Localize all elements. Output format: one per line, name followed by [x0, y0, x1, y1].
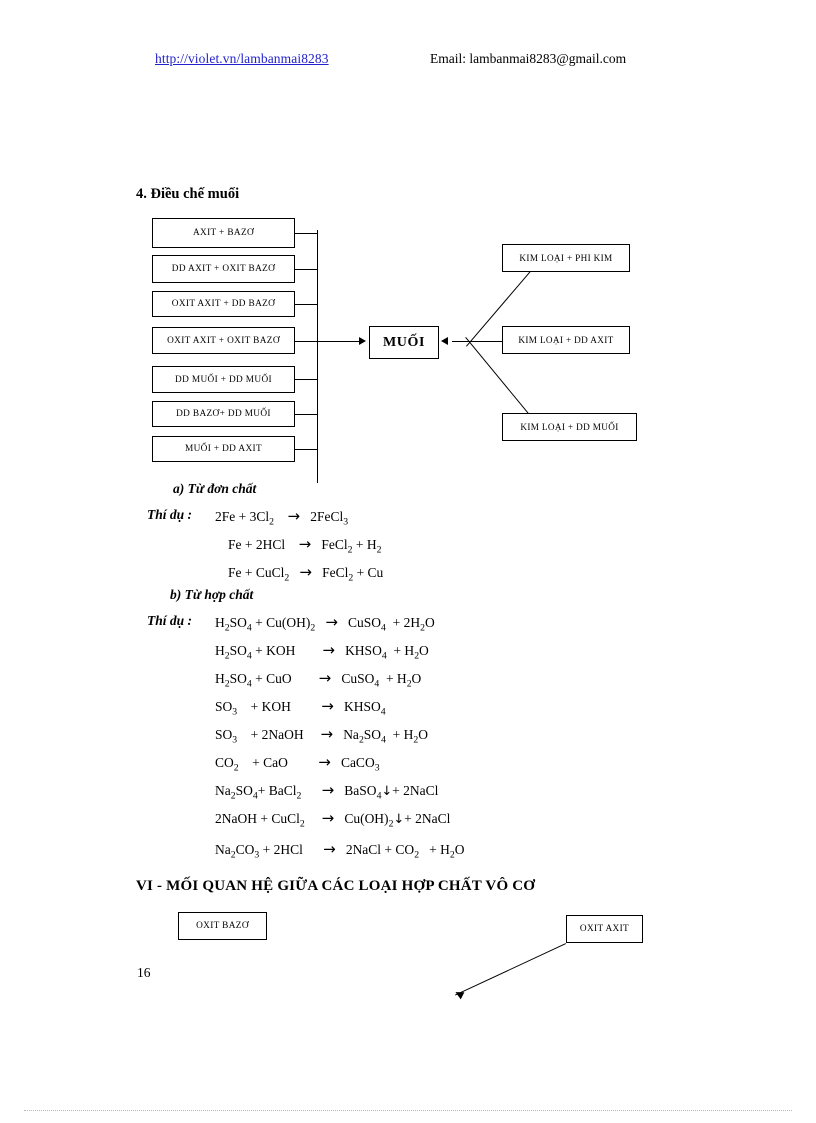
- flow-box-left-2[interactable]: DD AXIT + OXIT BAZƠ: [152, 255, 295, 283]
- flow-box-left-3[interactable]: OXIT AXIT + DD BAZƠ: [152, 291, 295, 317]
- connector-stub-4: [295, 341, 317, 342]
- flow-box-right-3[interactable]: KIM LOẠI + DD MUỐI: [502, 413, 637, 441]
- header-email: Email: lambanmai8283@gmail.com: [430, 51, 627, 66]
- header-website-link[interactable]: http://violet.vn/lambanmai8283: [155, 51, 329, 66]
- equation-b-9: Na2CO3 + 2HCl → 2NaCl + CO2 + H2O: [215, 840, 465, 861]
- flow-box-right-1[interactable]: KIM LOẠI + PHI KIM: [502, 244, 630, 272]
- flow-box-left-5[interactable]: DD MUỐI + DD MUỐI: [152, 366, 295, 393]
- flow-box-oxit-bazo[interactable]: OXIT BAZƠ: [178, 912, 267, 940]
- connector-right-middle: [452, 341, 502, 342]
- flow-box-left-6[interactable]: DD BAZƠ+ DD MUỐI: [152, 401, 295, 427]
- subsection-b-label: b) Từ hợp chất: [170, 587, 254, 602]
- subsection-b-example-lead: Thí dụ :: [147, 613, 193, 628]
- subsection-a-label: a) Từ đơn chất: [173, 481, 257, 496]
- footer-divider: [24, 1110, 792, 1111]
- connector-stub-7: [295, 449, 317, 450]
- connector-stub-5: [295, 379, 317, 380]
- section-title: 4. Điều chế muối: [136, 186, 240, 202]
- connector-stub-2: [295, 269, 317, 270]
- page-number: 16: [137, 965, 151, 980]
- equation-a-2: Fe + 2HCl → FeCl2 + H2: [228, 535, 382, 556]
- arrow-into-salt-left: [359, 337, 366, 345]
- flow-box-oxit-axit[interactable]: OXIT AXIT: [566, 915, 643, 943]
- roman-section-heading: VI - MỐI QUAN HỆ GIỮA CÁC LOẠI HỢP CHẤT …: [136, 878, 536, 894]
- connector-stub-3: [295, 304, 317, 305]
- flow-box-left-4[interactable]: OXIT AXIT + OXIT BAZƠ: [152, 327, 295, 354]
- connector-diagonal-oxit-axit: [455, 943, 566, 996]
- connector-main-to-salt: [317, 341, 362, 342]
- equation-b-5: SO3 + 2NaOH → Na2SO4 + H2O: [215, 725, 429, 746]
- equation-b-7: Na2SO4+ BaCl2 → BaSO4↓+ 2NaCl: [215, 781, 439, 802]
- equation-b-1: H2SO4 + Cu(OH)2 → CuSO4 + 2H2O: [215, 613, 435, 634]
- flow-box-right-2[interactable]: KIM LOẠI + DD AXIT: [502, 326, 630, 354]
- equation-b-4: SO3 + KOH → KHSO4: [215, 697, 386, 718]
- flow-box-left-7[interactable]: MUỐI + DD AXIT: [152, 436, 295, 462]
- equation-b-8: 2NaOH + CuCl2 → Cu(OH)2↓+ 2NaCl: [215, 809, 451, 830]
- connector-stub-1: [295, 233, 317, 234]
- equation-b-6: CO2 + CaO → CaCO3: [215, 753, 380, 774]
- arrow-into-salt-right: [441, 337, 448, 345]
- equation-b-3: H2SO4 + CuO → CuSO4 + H2O: [215, 669, 422, 690]
- subsection-a-example-lead: Thí dụ :: [147, 507, 193, 522]
- equation-a-1: 2Fe + 3Cl2 → 2FeCl3: [215, 507, 349, 528]
- equation-b-2: H2SO4 + KOH → KHSO4 + H2O: [215, 641, 429, 662]
- equation-a-3: Fe + CuCl2 → FeCl2 + Cu: [228, 563, 384, 584]
- flow-box-left-1[interactable]: AXIT + BAZƠ: [152, 218, 295, 248]
- connector-stub-6: [295, 414, 317, 415]
- flow-box-center-salt[interactable]: MUỐI: [369, 326, 439, 359]
- connector-vertical-bus: [317, 230, 318, 483]
